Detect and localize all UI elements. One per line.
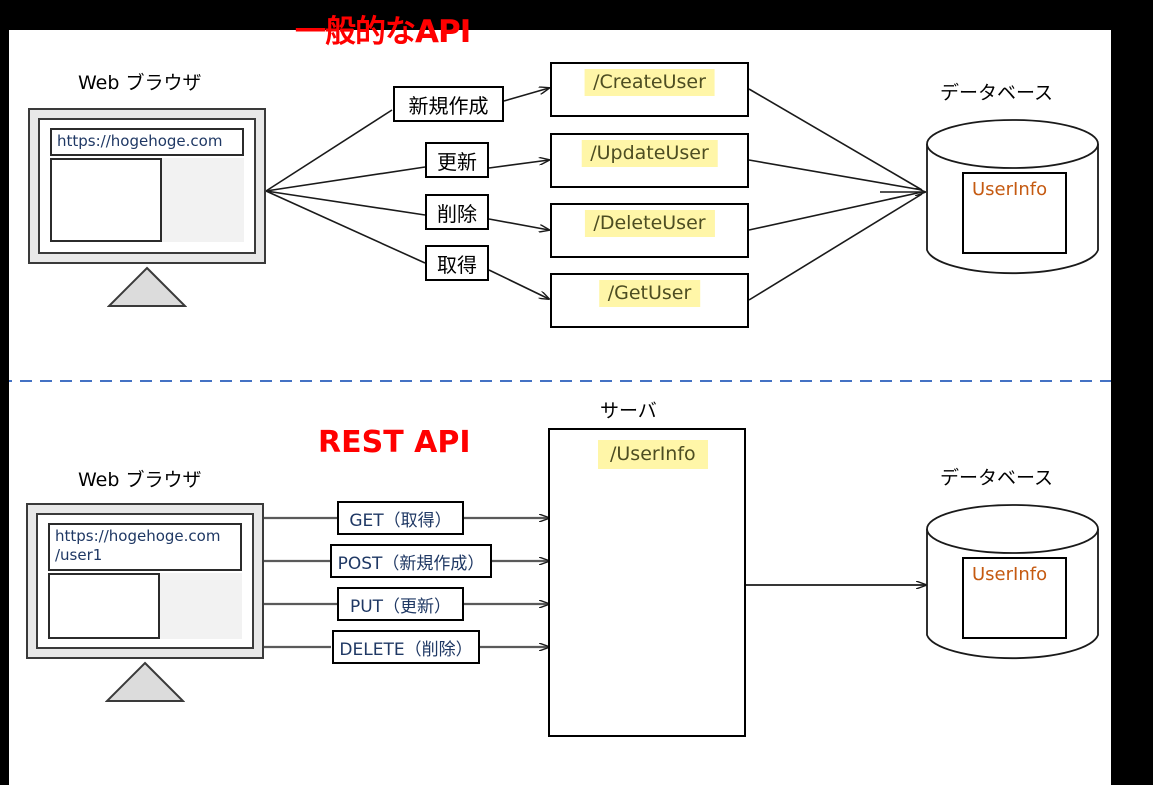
top-browser-caption: Web ブラウザ <box>78 72 202 94</box>
frame-band-left <box>0 0 9 785</box>
server-caption: サーバ <box>600 400 657 422</box>
frame-band-top <box>0 0 1153 30</box>
top-url-bar[interactable]: https://hogehoge.com <box>50 128 244 156</box>
operation-label-get[interactable]: 取得 <box>425 245 489 281</box>
endpoint-label-delete-user: /DeleteUser <box>584 210 715 237</box>
http-method-delete[interactable]: DELETE（削除） <box>332 630 480 664</box>
operation-label-delete[interactable]: 削除 <box>425 194 489 230</box>
operation-label-create[interactable]: 新規作成 <box>393 86 504 122</box>
bottom-database-table-box: UserInfo <box>962 557 1067 639</box>
top-page-pane <box>50 158 162 242</box>
title-general-api: 一般的なAPI <box>295 14 471 50</box>
bottom-database-cylinder: UserInfo <box>925 503 1100 661</box>
bottom-page-pane <box>48 573 160 639</box>
bottom-url-line1: https://hogehoge.com <box>55 527 221 545</box>
endpoint-label-create-user: /CreateUser <box>584 69 715 96</box>
bottom-browser-caption: Web ブラウザ <box>78 469 202 491</box>
bottom-browser-monitor: https://hogehoge.com /user1 <box>26 503 264 659</box>
server-box[interactable]: /UserInfo <box>548 428 746 737</box>
endpoint-label-update-user: /UpdateUser <box>581 140 718 167</box>
top-database-table-label: UserInfo <box>972 179 1048 200</box>
bottom-database-caption: データベース <box>940 467 1054 489</box>
operation-label-update[interactable]: 更新 <box>425 142 489 178</box>
http-method-get[interactable]: GET（取得） <box>337 501 464 535</box>
endpoint-box-delete-user[interactable]: /DeleteUser <box>550 203 749 258</box>
endpoint-label-get-user: /GetUser <box>598 280 701 307</box>
top-database-caption: データベース <box>940 82 1054 104</box>
top-database-table-box: UserInfo <box>962 172 1067 254</box>
http-method-post[interactable]: POST（新規作成） <box>330 544 492 578</box>
top-monitor-stand <box>106 266 188 308</box>
bottom-page-area <box>48 573 242 639</box>
endpoint-box-create-user[interactable]: /CreateUser <box>550 62 749 117</box>
bottom-monitor-screen: https://hogehoge.com /user1 <box>36 513 254 649</box>
bottom-monitor-stand <box>104 661 186 703</box>
top-monitor-screen: https://hogehoge.com <box>38 118 256 254</box>
server-endpoint-label: /UserInfo <box>598 440 708 469</box>
top-browser-monitor: https://hogehoge.com <box>28 108 266 264</box>
title-rest-api: REST API <box>318 425 471 460</box>
bottom-url-bar[interactable]: https://hogehoge.com /user1 <box>48 523 242 571</box>
endpoint-box-update-user[interactable]: /UpdateUser <box>550 133 749 188</box>
endpoint-box-get-user[interactable]: /GetUser <box>550 273 749 328</box>
bottom-url-line2: /user1 <box>55 546 103 564</box>
top-page-area <box>50 158 244 242</box>
bottom-database-table-label: UserInfo <box>972 564 1048 585</box>
frame-band-right <box>1111 0 1153 785</box>
top-database-cylinder: UserInfo <box>925 118 1100 276</box>
http-method-put[interactable]: PUT（更新） <box>337 587 464 621</box>
